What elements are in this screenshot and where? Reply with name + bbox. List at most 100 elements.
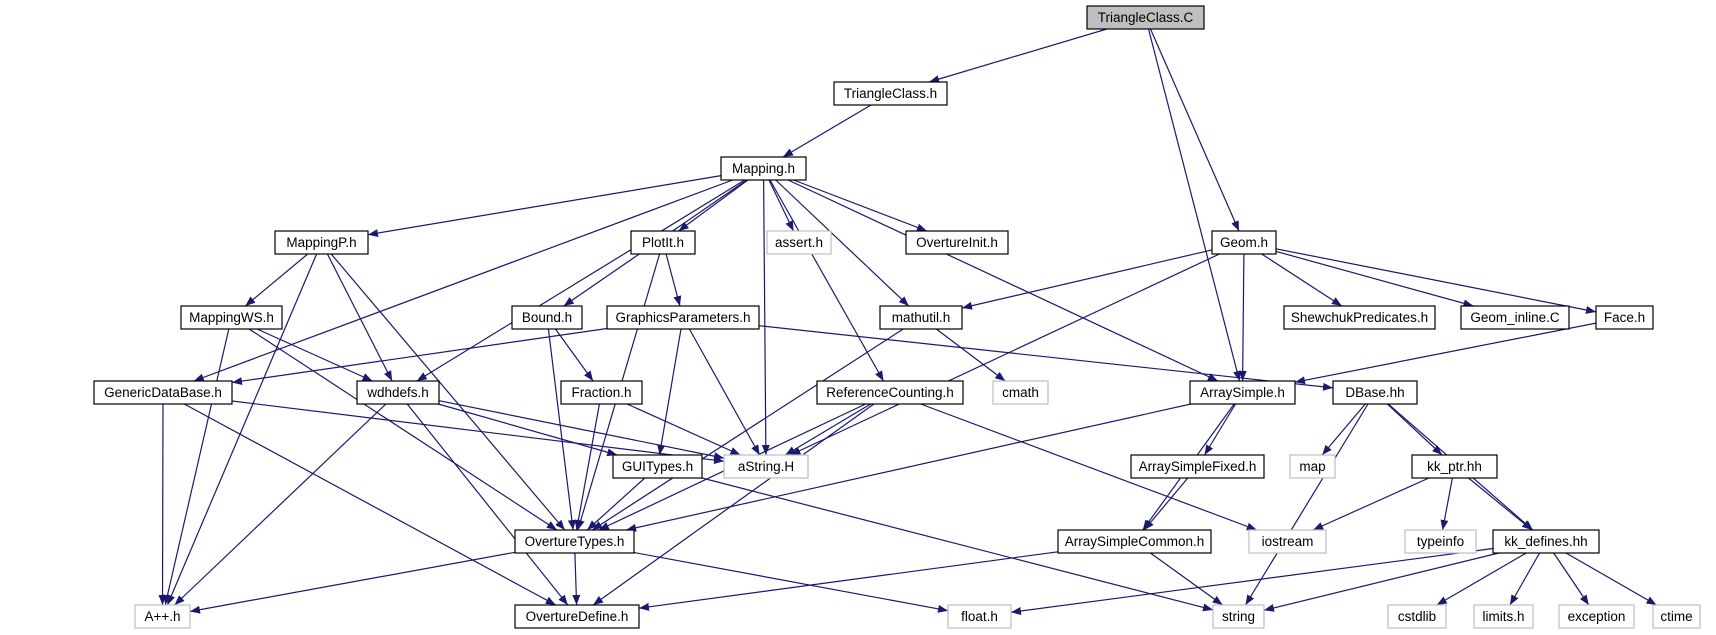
node-wdhdefs-h[interactable]: wdhdefs.h — [356, 380, 440, 405]
edge-mappingp-h-to-app-h — [166, 253, 318, 606]
node-mathutil-h[interactable]: mathutil.h — [879, 305, 963, 330]
node-guitypes-h[interactable]: GUITypes.h — [612, 454, 703, 479]
edge-mapping-h-to-overtureinit-h — [793, 179, 928, 232]
edge-mappingws-h-to-wdhdefs-h — [256, 328, 373, 382]
node-box-genericdatabase-h — [93, 380, 233, 405]
node-typeinfo: typeinfo — [1404, 529, 1477, 554]
node-overturedefine-h[interactable]: OvertureDefine.h — [514, 604, 640, 629]
node-label-face-h: Face.h — [1604, 310, 1645, 325]
edge-face-h-to-arraysimple-h — [1294, 322, 1597, 385]
node-box-wdhdefs-h — [356, 380, 440, 405]
edge-geom-h-to-geom-inline-c — [1275, 250, 1474, 308]
node-label-genericdatabase-h: GenericDataBase.h — [104, 385, 222, 400]
edge-geom-h-to-mathutil-h — [961, 249, 1213, 310]
node-limits-h: limits.h — [1473, 604, 1534, 629]
node-kk-ptr-hh[interactable]: kk_ptr.hh — [1411, 454, 1498, 479]
node-box-geom-inline-c — [1460, 305, 1570, 330]
node-box-arraysimplefixed-h — [1130, 454, 1265, 479]
node-label-shewchuk-h: ShewchukPredicates.h — [1291, 310, 1428, 325]
node-box-referencecounting-h — [816, 380, 964, 405]
edge-wdhdefs-h-to-app-h — [174, 403, 387, 606]
node-label-kk-defines-hh: kk_defines.hh — [1504, 534, 1587, 549]
edge-plotit-h-to-graphicsparameters-h — [665, 253, 682, 307]
edge-mappingp-h-to-mappingws-h — [244, 253, 309, 307]
edge-triangleclass-c-to-geom-h — [1149, 28, 1240, 232]
node-dbase-hh[interactable]: DBase.hh — [1332, 380, 1418, 405]
node-label-overtureinit-h: OvertureInit.h — [916, 235, 998, 250]
edge-graphicsparameters-h-to-guitypes-h — [657, 328, 682, 456]
node-fraction-h[interactable]: Fraction.h — [560, 380, 643, 405]
node-shewchuk-h[interactable]: ShewchukPredicates.h — [1283, 305, 1436, 330]
node-label-mappingws-h: MappingWS.h — [189, 310, 274, 325]
node-iostream: iostream — [1248, 529, 1327, 554]
node-kk-defines-hh[interactable]: kk_defines.hh — [1492, 529, 1600, 554]
edge-geom-h-to-shewchuk-h — [1261, 253, 1343, 307]
node-overturetypes-h[interactable]: OvertureTypes.h — [514, 529, 635, 554]
edge-mapping-h-to-mathutil-h — [775, 179, 910, 307]
node-box-face-h — [1595, 305, 1654, 330]
node-mappingws-h[interactable]: MappingWS.h — [180, 305, 283, 330]
node-overtureinit-h[interactable]: OvertureInit.h — [905, 230, 1009, 255]
edge-guitypes-h-to-overturetypes-h — [586, 477, 646, 531]
node-box-cmath — [992, 380, 1049, 405]
edge-kk-defines-hh-to-exception — [1553, 552, 1590, 606]
edge-geom-h-to-arraysimple-h — [1238, 253, 1247, 382]
node-label-overturetypes-h: OvertureTypes.h — [525, 534, 625, 549]
node-app-h: A++.h — [134, 604, 191, 629]
edge-fraction-h-to-astring-h — [626, 403, 741, 456]
node-arraysimplecommon-h[interactable]: ArraySimpleCommon.h — [1057, 529, 1212, 554]
node-geom-inline-c[interactable]: Geom_inline.C — [1460, 305, 1570, 330]
node-box-triangleclass-c — [1086, 5, 1205, 30]
node-label-cstdlib: cstdlib — [1398, 609, 1436, 624]
edge-genericdatabase-h-to-overturedefine-h — [184, 403, 556, 606]
node-triangleclass-h[interactable]: TriangleClass.h — [833, 81, 948, 106]
node-arraysimplefixed-h[interactable]: ArraySimpleFixed.h — [1130, 454, 1265, 479]
node-box-graphicsparameters-h — [606, 305, 760, 330]
node-label-kk-ptr-hh: kk_ptr.hh — [1427, 459, 1482, 474]
node-box-fraction-h — [560, 380, 643, 405]
edge-mapping-h-to-wdhdefs-h — [416, 179, 746, 382]
edge-dbase-hh-to-map — [1321, 403, 1366, 456]
node-referencecounting-h[interactable]: ReferenceCounting.h — [816, 380, 964, 405]
edge-mapping-h-to-plotit-h — [678, 179, 749, 232]
node-genericdatabase-h[interactable]: GenericDataBase.h — [93, 380, 233, 405]
edge-guitypes-h-to-string — [701, 477, 1214, 612]
node-label-exception: exception — [1568, 609, 1626, 624]
node-geom-h[interactable]: Geom.h — [1211, 230, 1277, 255]
edge-wdhdefs-h-to-overturedefine-h — [406, 403, 569, 606]
node-label-cmath: cmath — [1002, 385, 1039, 400]
edge-kk-ptr-hh-to-kk-defines-hh — [1468, 477, 1533, 531]
node-label-referencecounting-h: ReferenceCounting.h — [826, 385, 954, 400]
node-box-typeinfo — [1404, 529, 1477, 554]
edge-mappingws-h-to-overturetypes-h — [248, 328, 558, 531]
node-arraysimple-h[interactable]: ArraySimple.h — [1189, 380, 1296, 405]
nodes-layer: TriangleClass.C TriangleClass.hMapping.hG… — [93, 5, 1701, 629]
node-face-h[interactable]: Face.h — [1595, 305, 1654, 330]
edge-mapping-h-to-referencecounting-h — [769, 179, 885, 382]
node-label-arraysimplefixed-h: ArraySimpleFixed.h — [1139, 459, 1257, 474]
edge-referencecounting-h-to-astring-h — [784, 403, 872, 456]
edge-overturetypes-h-to-float-h — [633, 551, 949, 613]
edge-arraysimple-h-to-arraysimplefixed-h — [1203, 403, 1237, 456]
node-box-shewchuk-h — [1283, 305, 1436, 330]
node-string: string — [1212, 604, 1265, 629]
node-mapping-h[interactable]: Mapping.h — [720, 156, 807, 181]
edge-mathutil-h-to-overturetypes-h — [591, 328, 904, 531]
node-bound-h[interactable]: Bound.h — [511, 305, 583, 330]
node-label-iostream: iostream — [1262, 534, 1314, 549]
node-label-geom-h: Geom.h — [1220, 235, 1268, 250]
node-box-kk-ptr-hh — [1411, 454, 1498, 479]
node-graphicsparameters-h[interactable]: GraphicsParameters.h — [606, 305, 760, 330]
edge-mappingp-h-to-overturetypes-h — [330, 253, 566, 531]
edge-triangleclass-c-to-triangleclass-h — [928, 28, 1108, 83]
node-plotit-h[interactable]: PlotIt.h — [630, 230, 696, 255]
node-triangleclass-c[interactable]: TriangleClass.C — [1086, 5, 1205, 30]
node-mappingp-h[interactable]: MappingP.h — [274, 230, 369, 255]
edge-kk-ptr-hh-to-iostream — [1312, 477, 1430, 531]
node-box-app-h — [134, 604, 191, 629]
node-box-map — [1289, 454, 1336, 479]
node-box-string — [1212, 604, 1265, 629]
edge-graphicsparameters-h-to-astring-h — [688, 328, 761, 456]
node-box-exception — [1558, 604, 1635, 629]
node-label-wdhdefs-h: wdhdefs.h — [366, 385, 429, 400]
